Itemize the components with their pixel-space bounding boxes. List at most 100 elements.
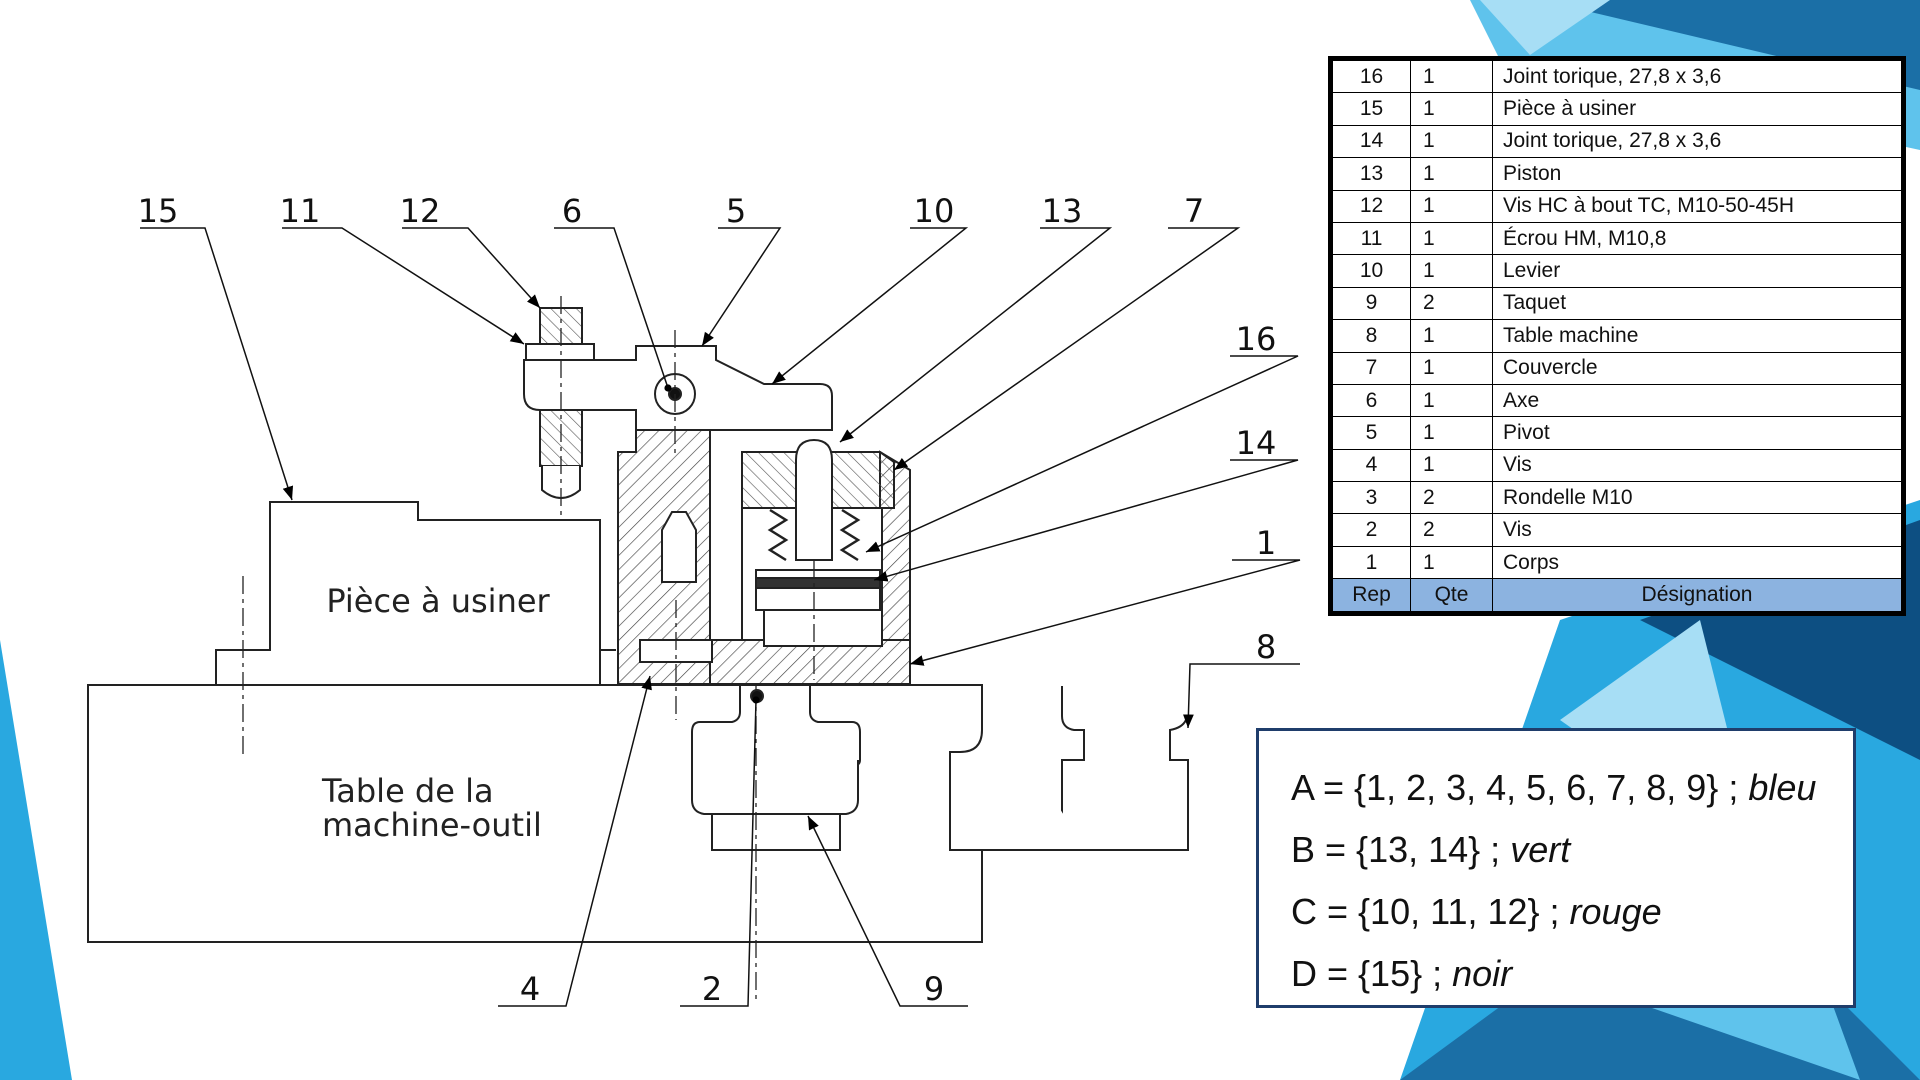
table-label-line2: machine-outil <box>322 806 542 844</box>
cell-qte: 1 <box>1410 189 1493 223</box>
cell-qte: 1 <box>1410 92 1493 126</box>
cell-qte: 1 <box>1410 59 1493 94</box>
leader-13 <box>839 227 1113 443</box>
leader-4 <box>498 675 652 1007</box>
nut-11 <box>525 343 595 361</box>
cell-qte: 1 <box>1410 221 1493 256</box>
cell-rep: 6 <box>1332 383 1411 418</box>
leader-1 <box>909 559 1301 666</box>
header-designation: Désignation <box>1492 578 1902 612</box>
cell-designation: Couvercle <box>1492 351 1902 385</box>
cell-qte: 1 <box>1410 254 1493 288</box>
cell-rep: 15 <box>1332 92 1411 126</box>
cell-rep: 9 <box>1332 286 1411 321</box>
callout-2: 2 <box>702 970 722 1008</box>
callout-13: 13 <box>1042 192 1083 230</box>
class-color: bleu <box>1748 767 1817 808</box>
cell-designation: Axe <box>1492 383 1902 418</box>
left-edge-facet <box>0 640 72 1080</box>
cell-qte: 2 <box>1410 513 1493 547</box>
callout-11: 11 <box>280 192 321 230</box>
cell-rep: 16 <box>1332 59 1411 94</box>
classes-box: A = {1, 2, 3, 4, 5, 6, 7, 8, 9} ; bleu B … <box>1256 728 1856 1008</box>
class-line: C = {10, 11, 12} ; rouge <box>1291 881 1853 943</box>
class-set: C = {10, 11, 12} ; <box>1291 891 1570 932</box>
spring-left <box>767 508 789 562</box>
cell-rep: 4 <box>1332 448 1411 483</box>
callout-16: 16 <box>1236 320 1277 358</box>
screw-12 <box>539 307 583 467</box>
cell-designation: Taquet <box>1492 286 1902 321</box>
class-color: rouge <box>1569 891 1662 932</box>
callout-6: 6 <box>562 192 582 230</box>
taquet <box>691 760 859 815</box>
leader-8 <box>1183 663 1300 729</box>
leader-12 <box>402 227 541 309</box>
t-slot-right <box>1061 686 1189 851</box>
cell-designation: Joint torique, 27,8 x 3,6 <box>1492 124 1902 159</box>
cell-designation: Rondelle M10 <box>1492 481 1902 515</box>
cell-rep: 3 <box>1332 481 1411 515</box>
leader-5 <box>701 227 782 347</box>
cell-designation: Table machine <box>1492 319 1902 353</box>
class-set: D = {15} ; <box>1291 953 1453 994</box>
class-color: noir <box>1452 953 1513 994</box>
leader-11 <box>282 227 525 345</box>
cell-designation: Corps <box>1492 545 1902 580</box>
leader-6 <box>554 227 672 392</box>
header-rep: Rep <box>1332 578 1411 612</box>
cell-rep: 13 <box>1332 157 1411 191</box>
class-set: B = {13, 14} ; <box>1291 829 1511 870</box>
leader-2 <box>680 696 760 1007</box>
cell-rep: 8 <box>1332 319 1411 353</box>
workpiece <box>215 501 601 684</box>
leader-10 <box>771 227 969 385</box>
piston <box>795 438 833 561</box>
piston-rod <box>763 609 883 647</box>
leader-9 <box>807 815 968 1007</box>
vis-2-head <box>639 639 713 663</box>
cell-designation: Pièce à usiner <box>1492 92 1902 126</box>
callout-1: 1 <box>1256 524 1276 562</box>
leader-16 <box>865 355 1299 553</box>
cell-qte: 2 <box>1410 286 1493 321</box>
leader-14 <box>873 459 1299 582</box>
class-color: vert <box>1510 829 1571 870</box>
cell-qte: 2 <box>1410 481 1493 515</box>
cell-designation: Levier <box>1492 254 1902 288</box>
class-line: A = {1, 2, 3, 4, 5, 6, 7, 8, 9} ; bleu <box>1291 757 1853 819</box>
cell-qte: 1 <box>1410 545 1493 580</box>
piston-seal <box>755 577 881 589</box>
leader-15 <box>140 227 294 501</box>
cell-designation: Joint torique, 27,8 x 3,6 <box>1492 59 1902 94</box>
cell-rep: 7 <box>1332 351 1411 385</box>
callout-9: 9 <box>924 970 944 1008</box>
cell-rep: 14 <box>1332 124 1411 159</box>
vis-4 <box>661 511 697 583</box>
cell-designation: Écrou HM, M10,8 <box>1492 221 1902 256</box>
cell-qte: 1 <box>1410 351 1493 385</box>
cell-qte: 1 <box>1410 157 1493 191</box>
cell-rep: 11 <box>1332 221 1411 256</box>
callout-5: 5 <box>726 192 746 230</box>
class-line: D = {15} ; noir <box>1291 943 1853 1005</box>
callout-8: 8 <box>1256 628 1276 666</box>
piston-head <box>755 569 881 611</box>
callout-14: 14 <box>1236 424 1277 462</box>
